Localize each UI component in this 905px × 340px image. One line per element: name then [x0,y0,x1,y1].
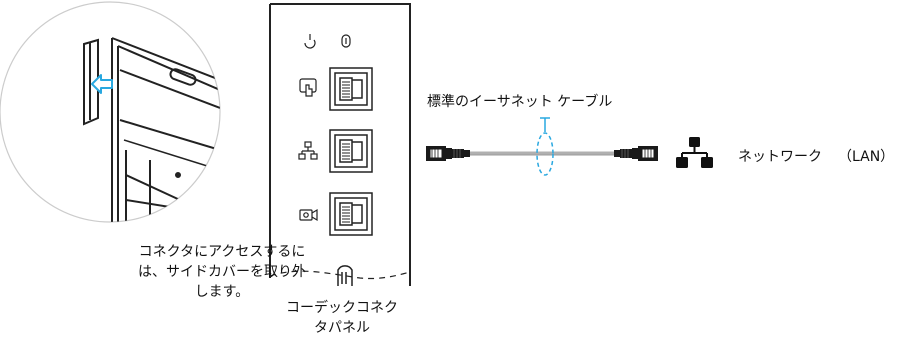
side-arrow-icon [91,74,113,94]
right-plug [614,146,658,161]
touch-panel-icon [299,78,317,97]
left-plug [426,146,470,161]
partial-connector [337,265,353,286]
camera-port-icon [299,208,318,222]
record-icon [341,34,351,48]
network-label: ネットワーク [738,149,822,165]
ethernet-cable [426,117,658,176]
left-caption: コネクタにアクセスするに は、サイドカバーを取り外 します。 [97,242,347,302]
panel-caption-line-2: タパネル [314,320,370,336]
panel-caption: コーデックコネク タパネル [272,298,412,338]
left-caption-line-3: します。 [194,284,250,300]
ethernet-port-1 [329,67,373,111]
network-icon [676,137,713,168]
ethernet-port-2 [329,129,373,173]
left-caption-line-2: は、サイドカバーを取り外 [138,264,306,280]
ethernet-port-3 [329,192,373,236]
network-port-icon [298,141,318,160]
left-caption-line-1: コネクタにアクセスするに [138,244,306,260]
cable-label: 標準のイーサネット ケーブル [427,94,613,110]
cable-callout [536,117,554,176]
panel-caption-line-1: コーデックコネク [286,300,398,316]
power-icon [304,34,316,49]
side-cover-illustration [0,1,221,223]
network-lan-label: （LAN） [838,149,895,165]
codec-panel [269,3,411,286]
